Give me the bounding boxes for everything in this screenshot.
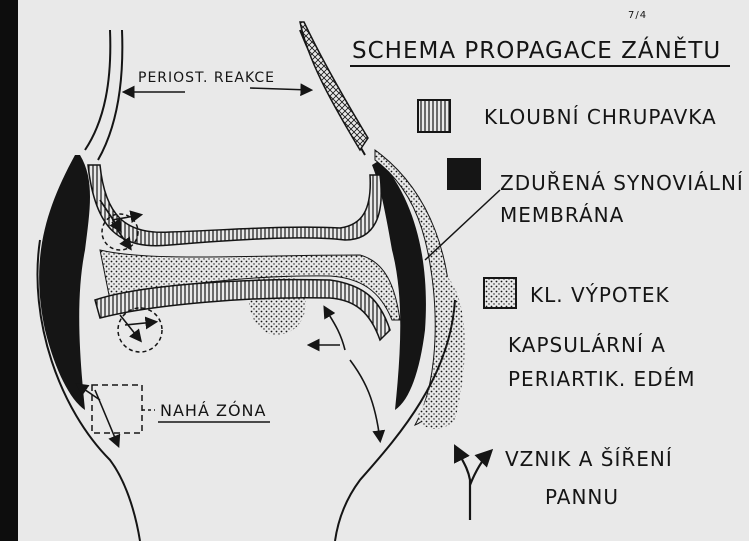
- upper-cartilage: [88, 165, 381, 246]
- legend-effusion-line1: KL. VÝPOTEK: [530, 283, 670, 307]
- legend-spread-line1: VZNIK A ŠÍŘENÍ: [505, 447, 673, 471]
- page-mark: 7/4: [628, 10, 647, 21]
- effusion-swatch: [484, 278, 516, 308]
- cartilage-swatch: [418, 100, 450, 132]
- upper-bone: [85, 30, 365, 160]
- periost-label: PERIOST. REAKCE: [138, 70, 275, 86]
- legend-spread-line2: PANNU: [545, 485, 619, 509]
- synovial-left: [39, 155, 90, 410]
- legend-cartilage-line1: KLOUBNÍ CHRUPAVKA: [484, 105, 717, 129]
- spread-arrows: [456, 448, 490, 520]
- naha-zona-box: [92, 385, 142, 433]
- legend-synovial-line2: MEMBRÁNA: [500, 203, 624, 227]
- naha-zona-label: NAHÁ ZÓNA: [160, 401, 266, 420]
- inflammation-focus-circle: [118, 308, 162, 352]
- diagram-title: SCHEMA PROPAGACE ZÁNĚTU: [352, 36, 721, 64]
- legend-effusion-line2: KAPSULÁRNÍ A: [508, 333, 666, 357]
- synovial-swatch: [447, 158, 481, 190]
- legend-effusion-line3: PERIARTIK. EDÉM: [508, 367, 696, 391]
- legend-synovial-line1: ZDUŘENÁ SYNOVIÁLNÍ: [500, 171, 744, 195]
- synovial-leader: [425, 190, 500, 260]
- periost-arrow-right: [250, 88, 310, 90]
